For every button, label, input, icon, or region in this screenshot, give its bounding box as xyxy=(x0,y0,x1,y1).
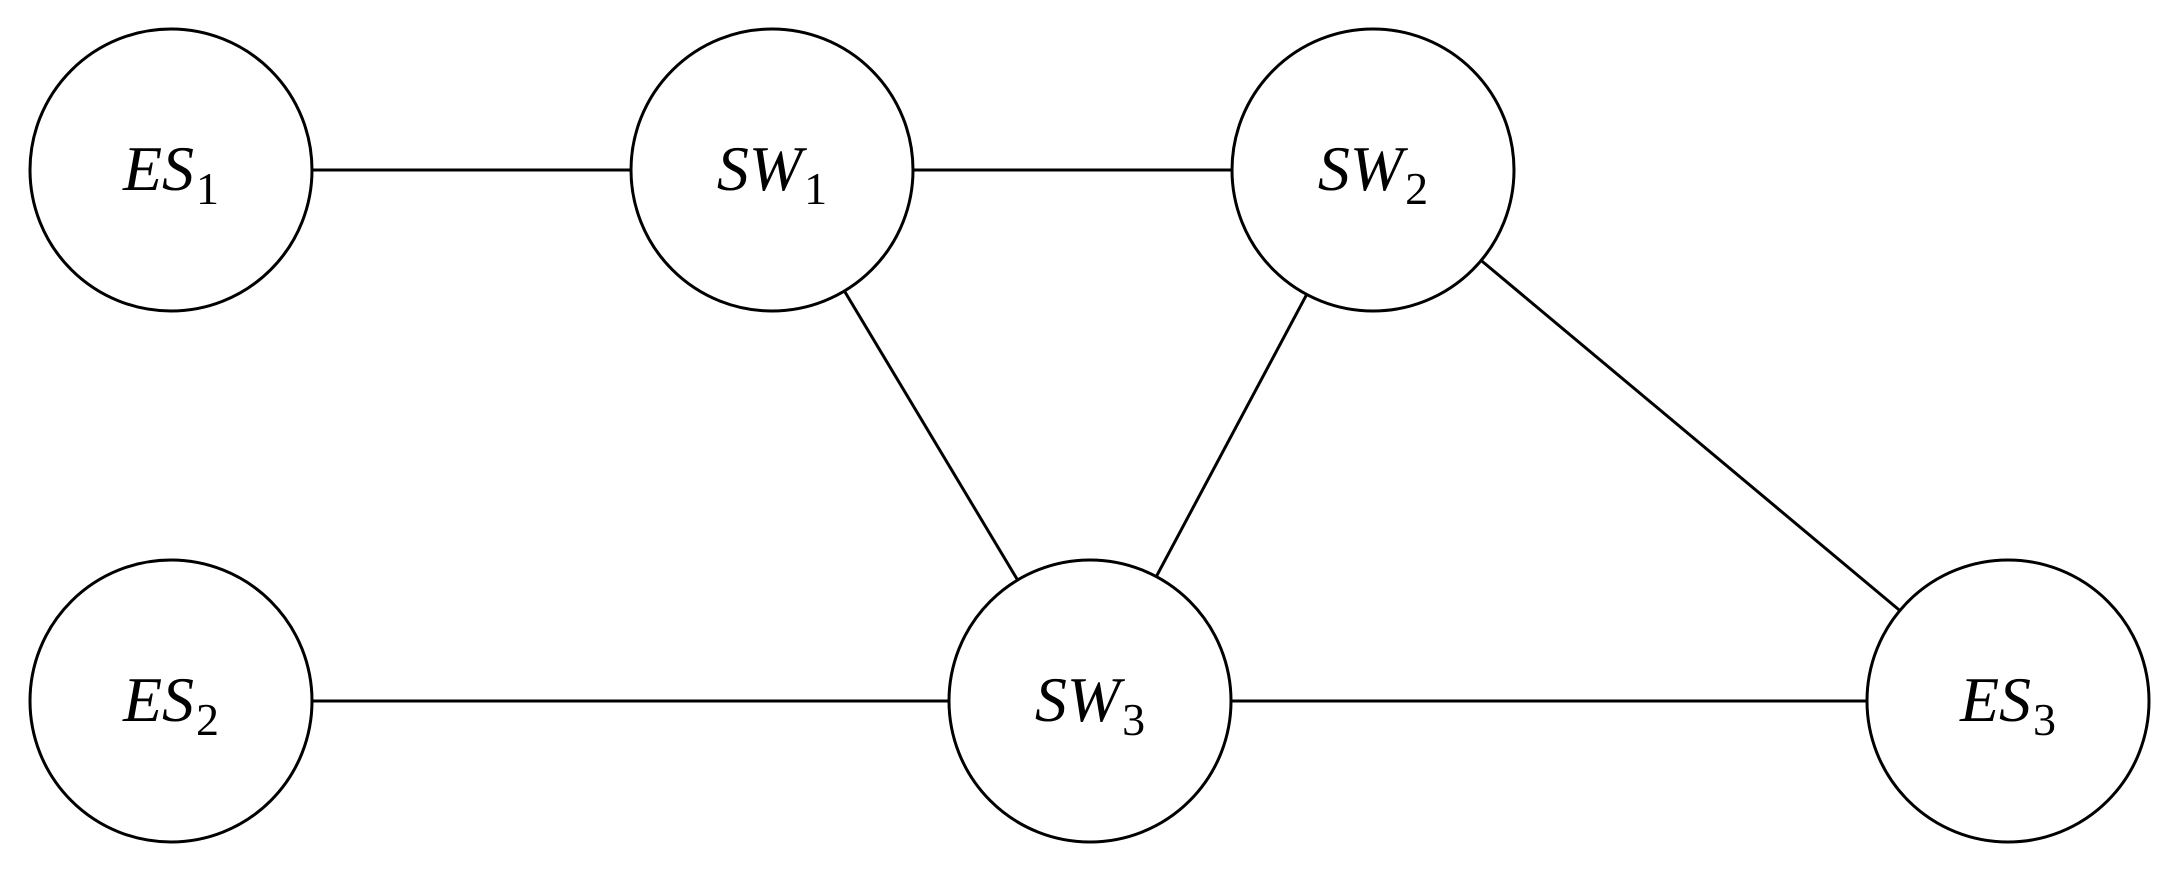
node-sw2: SW2 xyxy=(1230,27,1516,313)
edge-sw2-es3 xyxy=(1480,259,1901,612)
node-circle xyxy=(28,27,314,313)
node-label: SW2 xyxy=(1318,133,1428,214)
node-label-base: ES xyxy=(122,664,194,735)
node-label-subscript: 3 xyxy=(1122,694,1145,745)
edges-layer xyxy=(312,168,1901,703)
node-circle xyxy=(947,558,1233,844)
node-label-base: SW xyxy=(1035,664,1126,735)
node-label-base: ES xyxy=(1959,664,2031,735)
edge-sw1-sw3 xyxy=(843,290,1019,581)
node-label: SW1 xyxy=(717,133,827,214)
node-label-subscript: 1 xyxy=(804,163,827,214)
node-es1: ES1 xyxy=(28,27,314,313)
node-label: ES1 xyxy=(122,133,219,214)
node-label: ES3 xyxy=(1959,664,2056,745)
node-label: ES2 xyxy=(122,664,219,745)
node-label-base: SW xyxy=(717,133,808,204)
edge-sw2-sw3 xyxy=(1154,293,1309,578)
node-sw1: SW1 xyxy=(629,27,915,313)
node-label-base: ES xyxy=(122,133,194,204)
node-sw3: SW3 xyxy=(947,558,1233,844)
node-circle xyxy=(629,27,915,313)
node-circle xyxy=(1230,27,1516,313)
node-circle xyxy=(28,558,314,844)
node-label-subscript: 2 xyxy=(196,694,219,745)
node-label-base: SW xyxy=(1318,133,1409,204)
node-label-subscript: 2 xyxy=(1405,163,1428,214)
node-label: SW3 xyxy=(1035,664,1145,745)
node-es3: ES3 xyxy=(1865,558,2151,844)
node-es2: ES2 xyxy=(28,558,314,844)
node-label-subscript: 3 xyxy=(2033,694,2056,745)
node-label-subscript: 1 xyxy=(196,163,219,214)
node-circle xyxy=(1865,558,2151,844)
